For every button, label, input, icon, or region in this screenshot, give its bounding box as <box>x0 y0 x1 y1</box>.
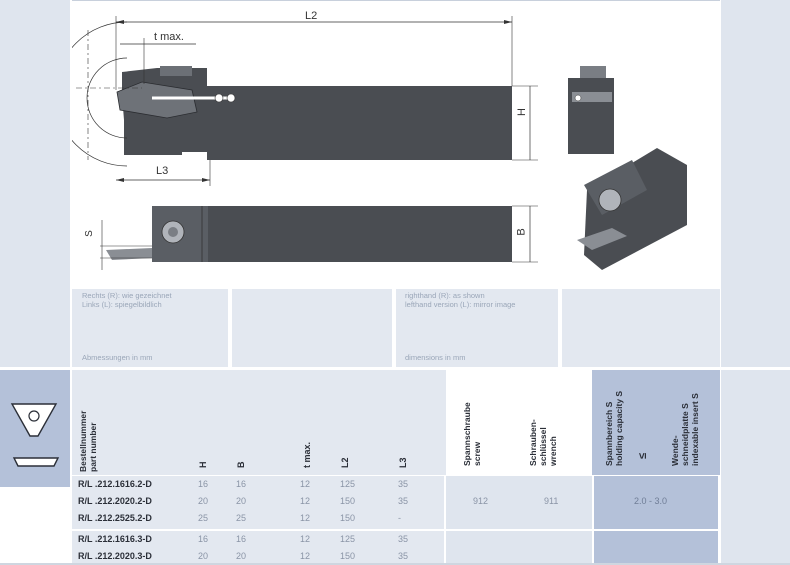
part-number: R/L .212.1616.3-D <box>78 534 152 544</box>
header-holding-col <box>592 370 720 475</box>
cell-b: 20 <box>236 551 247 561</box>
table-row: R/L .212.1616.3-D 16 16 12 125 35 <box>72 532 444 546</box>
header-h: H <box>198 461 208 469</box>
table-row: R/L .212.2020.2-D 20 20 12 150 35 <box>72 494 444 508</box>
left-strip <box>0 0 70 367</box>
group1-holding: 2.0 - 3.0 <box>634 496 668 506</box>
cell-h: 25 <box>198 513 209 523</box>
cell-tmax: 12 <box>300 551 311 561</box>
note-de-dims: Abmessungen in mm <box>82 353 153 362</box>
cell-l3: 35 <box>398 534 409 544</box>
label-l3: L3 <box>156 165 169 177</box>
header-b: B <box>236 461 246 469</box>
label-s: S <box>83 230 95 237</box>
cell-l2: 150 <box>340 551 356 561</box>
header-insert: Wende- schneidplatte S indexable insert … <box>670 393 700 466</box>
insert-icon-panel <box>0 370 70 487</box>
header-lte-symbol: ≤ <box>637 452 650 460</box>
cell-b: 25 <box>236 513 247 523</box>
group2-holding-cell <box>594 531 718 565</box>
note-cell-de: Rechts (R): wie gezeichnet Links (L): sp… <box>72 289 228 367</box>
cell-l2: 150 <box>340 513 356 523</box>
note-cell-blank-1 <box>232 289 392 367</box>
cell-l3: - <box>398 513 401 523</box>
header-l2: L2 <box>340 457 350 468</box>
header-screw: Spannschraube screw <box>462 402 482 466</box>
group1-holding-cell <box>594 476 718 529</box>
note-en-line2: lefthand version (L): mirror image <box>405 300 516 309</box>
header-tmax: t max. <box>302 441 312 468</box>
cell-b: 16 <box>236 479 247 489</box>
cell-tmax: 12 <box>300 513 311 523</box>
cell-tmax: 12 <box>300 534 311 544</box>
note-en-line1: righthand (R): as shown <box>405 291 485 300</box>
header-wrench: Schrauben- schlüssel wrench <box>528 419 558 466</box>
group1-bg <box>72 476 444 529</box>
label-h: H <box>515 108 528 116</box>
group1-wrench: 911 <box>544 496 559 506</box>
table-row: R/L .212.2020.3-D 20 20 12 150 35 <box>72 549 444 563</box>
group1-screw-cell <box>446 476 592 529</box>
insert-shape-icon <box>10 403 60 467</box>
cell-l2: 125 <box>340 534 356 544</box>
cell-h: 20 <box>198 496 209 506</box>
group1-screw: 912 <box>473 496 489 506</box>
group2-bg <box>72 531 444 565</box>
right-strip-lower <box>721 370 790 565</box>
part-number: R/L .212.1616.2-D <box>78 479 152 489</box>
table-row: R/L .212.2525.2-D 25 25 12 150 - <box>72 511 444 525</box>
cell-l2: 125 <box>340 479 356 489</box>
cell-tmax: 12 <box>300 479 311 489</box>
note-cell-en: righthand (R): as shown lefthand version… <box>396 289 558 367</box>
header-screw-col <box>446 370 592 475</box>
part-number: R/L .212.2020.3-D <box>78 551 152 561</box>
cell-h: 16 <box>198 479 209 489</box>
note-cell-blank-2 <box>562 289 720 367</box>
cell-l3: 35 <box>398 496 409 506</box>
part-number: R/L .212.2525.2-D <box>78 513 152 523</box>
bottom-divider <box>0 563 790 565</box>
cell-h: 20 <box>198 551 209 561</box>
table-row: R/L .212.1616.2-D 16 16 12 125 35 <box>72 477 444 491</box>
technical-drawing: L2 t max. L3 H B S <box>54 0 720 288</box>
group2-screw-cell <box>446 531 592 565</box>
cell-b: 16 <box>236 534 247 544</box>
note-de-line2: Links (L): spiegelbildlich <box>82 300 162 309</box>
cell-l3: 35 <box>398 551 409 561</box>
cell-l2: 150 <box>340 496 356 506</box>
header-holding: Spannbereich S holding capacity S <box>604 390 624 466</box>
cell-l3: 35 <box>398 479 409 489</box>
cell-tmax: 12 <box>300 496 311 506</box>
cell-b: 20 <box>236 496 247 506</box>
label-tmax: t max. <box>154 31 184 43</box>
label-b: B <box>515 228 528 236</box>
note-en-dims: dimensions in mm <box>405 353 466 362</box>
label-l2: L2 <box>305 10 318 22</box>
part-number: R/L .212.2020.2-D <box>78 496 152 506</box>
note-de-line1: Rechts (R): wie gezeichnet <box>82 291 172 300</box>
notes-row: Rechts (R): wie gezeichnet Links (L): sp… <box>72 289 720 367</box>
header-l3: L3 <box>398 457 408 468</box>
header-part-number: Bestellnummer part number <box>78 410 98 472</box>
cell-h: 16 <box>198 534 209 544</box>
right-strip <box>721 0 790 367</box>
drawing-svg <box>54 0 720 270</box>
table-header: Bestellnummer part number H B t max. L2 … <box>72 370 720 475</box>
